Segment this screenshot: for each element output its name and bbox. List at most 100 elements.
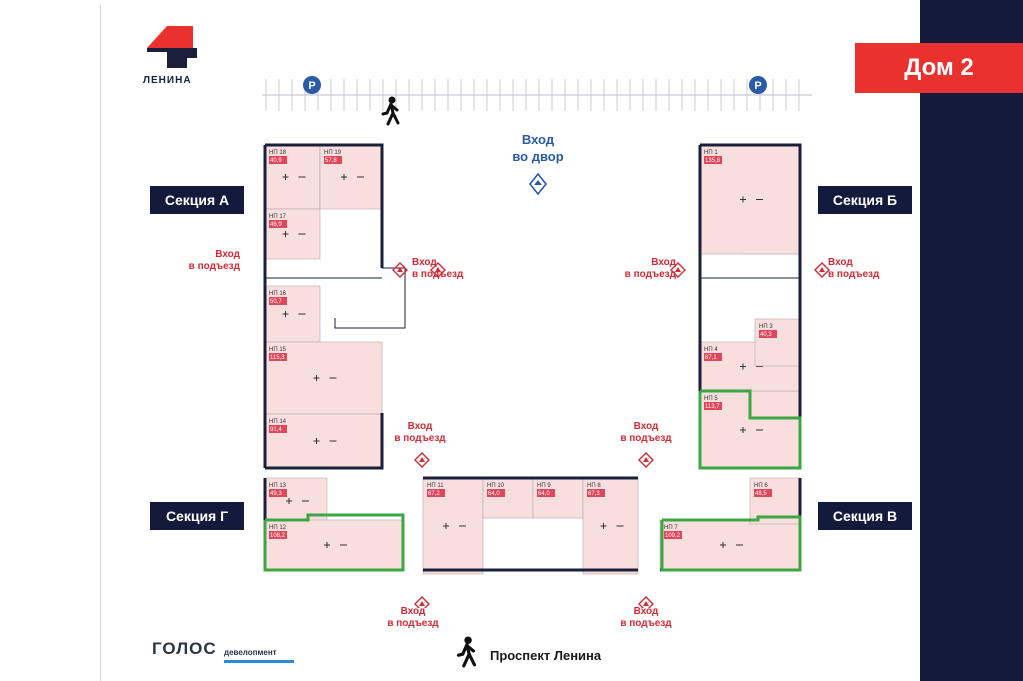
unit-area-label: 48,5: [755, 491, 767, 497]
unit-name-label: НП 10: [487, 483, 505, 489]
unit-area-badge: [759, 330, 777, 338]
unit-name-label: НП 4: [704, 347, 718, 353]
street-name: Проспект Ленина: [490, 648, 602, 663]
unit-name-label: НП 15: [269, 347, 287, 353]
unit-area-badge: [704, 353, 722, 361]
unit-name-label: НП 14: [269, 419, 287, 425]
unit-name-label: НП 17: [269, 214, 287, 220]
parking-marker-right: P: [749, 76, 767, 94]
unit-area-badge: [704, 156, 722, 164]
wall: [334, 267, 406, 329]
entrance-icon: [414, 452, 430, 468]
unit-area-shape: [264, 144, 321, 210]
unit-name-label: НП 12: [269, 525, 287, 531]
section-a-tag: Секция А: [150, 186, 244, 214]
entrance-icon: [670, 262, 686, 278]
parking-strip: P P: [262, 76, 812, 111]
unit-area-shape: [754, 318, 801, 367]
unit-area-badge: [664, 531, 682, 539]
unit-area-label: 91,4: [270, 427, 282, 433]
unit-area-shape: [264, 208, 321, 260]
highlight-outline: [263, 513, 405, 572]
unit-name-label: НП 1: [704, 150, 718, 156]
entrance-label: Вход в подъезд: [620, 421, 672, 444]
unit-нп-15: НП 15 115,3: [264, 341, 383, 415]
entrance-icon: [814, 262, 830, 278]
entrance-icon: [430, 262, 446, 278]
entrance-label: Вход в подъезд: [188, 249, 240, 272]
unit-area-label: 67,2: [428, 491, 440, 497]
unit-name-label: НП 8: [587, 483, 601, 489]
unit-name-label: НП 9: [537, 483, 551, 489]
unit-name-label: НП 16: [269, 291, 287, 297]
logo-text: ЛЕНИНА: [143, 75, 192, 86]
unit-нп-13: НП 13 49,3: [264, 477, 328, 525]
entrance-icon: [638, 596, 654, 608]
unit-нп-3: НП 340,3: [754, 318, 801, 367]
unit-area-badge: [269, 353, 287, 361]
wall: [265, 413, 384, 470]
unit-area-label: 113,7: [705, 404, 720, 410]
unit-area-badge: [587, 489, 605, 497]
section-b-tag: Секция Б: [818, 186, 912, 214]
unit-нп-10: НП 10 64,0: [482, 477, 534, 519]
unit-name-label: НП 18: [269, 150, 287, 156]
unit-area-label: 87,1: [705, 355, 717, 361]
developer-logo-text: ГОЛОС: [152, 639, 217, 658]
unit-area-shape: [532, 477, 584, 519]
pedestrian-icon: [456, 636, 477, 668]
unit-area-label: 108,2: [270, 533, 286, 539]
unit-нп-1: НП 1 135,8: [699, 144, 801, 255]
unit-нп-19: НП 19 57,8: [319, 144, 383, 210]
right-navy-panel: [920, 0, 1023, 681]
wall: [265, 143, 384, 268]
unit-area-badge: [269, 297, 287, 305]
unit-area-badge: [704, 402, 722, 410]
unit-area-label: 46,9: [270, 222, 282, 228]
unit-area-badge: [269, 489, 287, 497]
unit-area-label: 109,2: [665, 533, 681, 539]
developer-logo-bar: [224, 660, 294, 663]
section-v-tag: Секция В: [818, 502, 912, 530]
unit-area-label: 64,0: [488, 491, 500, 497]
entrance-label: Вход в подъезд: [620, 606, 672, 629]
highlight-outline: [660, 515, 802, 572]
unit-area-badge: [269, 531, 287, 539]
developer-logo-suffix: девелопмент: [224, 648, 277, 657]
unit-area-label: 64,0: [538, 491, 550, 497]
entrance-icon: [414, 596, 430, 608]
unit-name-label: НП 13: [269, 483, 287, 489]
unit-area-label: 40,3: [760, 332, 772, 338]
unit-нп-12: НП 12 108,2: [264, 519, 404, 571]
unit-area-shape: [659, 519, 801, 571]
unit-area-badge: [754, 489, 772, 497]
section-g-tag: Секция Г: [150, 502, 244, 530]
courtyard-entrance-icon: [528, 172, 548, 196]
unit-area-label: 115,3: [270, 355, 285, 361]
unit-area-shape: [264, 413, 383, 469]
unit-name-label: НП 19: [324, 150, 342, 156]
unit-area-label: 67,3: [588, 491, 600, 497]
unit-area-shape: [319, 144, 383, 210]
parking-marker-left: P: [303, 76, 321, 94]
entrance-label: Вход в подъезд: [394, 421, 446, 444]
unit-нп-17: НП 17 46,9: [264, 208, 321, 260]
wall: [700, 143, 802, 468]
unit-area-label: 135,8: [705, 158, 721, 164]
unit-area-label: 49,3: [270, 491, 282, 497]
unit-area-shape: [264, 285, 321, 343]
parking-label-right: P: [754, 80, 761, 92]
entrance-label: Вход в подъезд: [624, 257, 676, 280]
unit-нп-8: НП 8 67,3: [582, 477, 639, 575]
unit-area-badge: [537, 489, 555, 497]
unit-name-label: НП 5: [704, 396, 718, 402]
left-margin: [0, 0, 100, 681]
highlight-outline: [698, 389, 802, 470]
unit-area-label: 57,8: [325, 158, 337, 164]
entrance-label: Вход в подъезд: [828, 257, 880, 280]
unit-area-label: 40,9: [270, 158, 282, 164]
entrance-label: Вход в подъезд: [412, 257, 464, 280]
